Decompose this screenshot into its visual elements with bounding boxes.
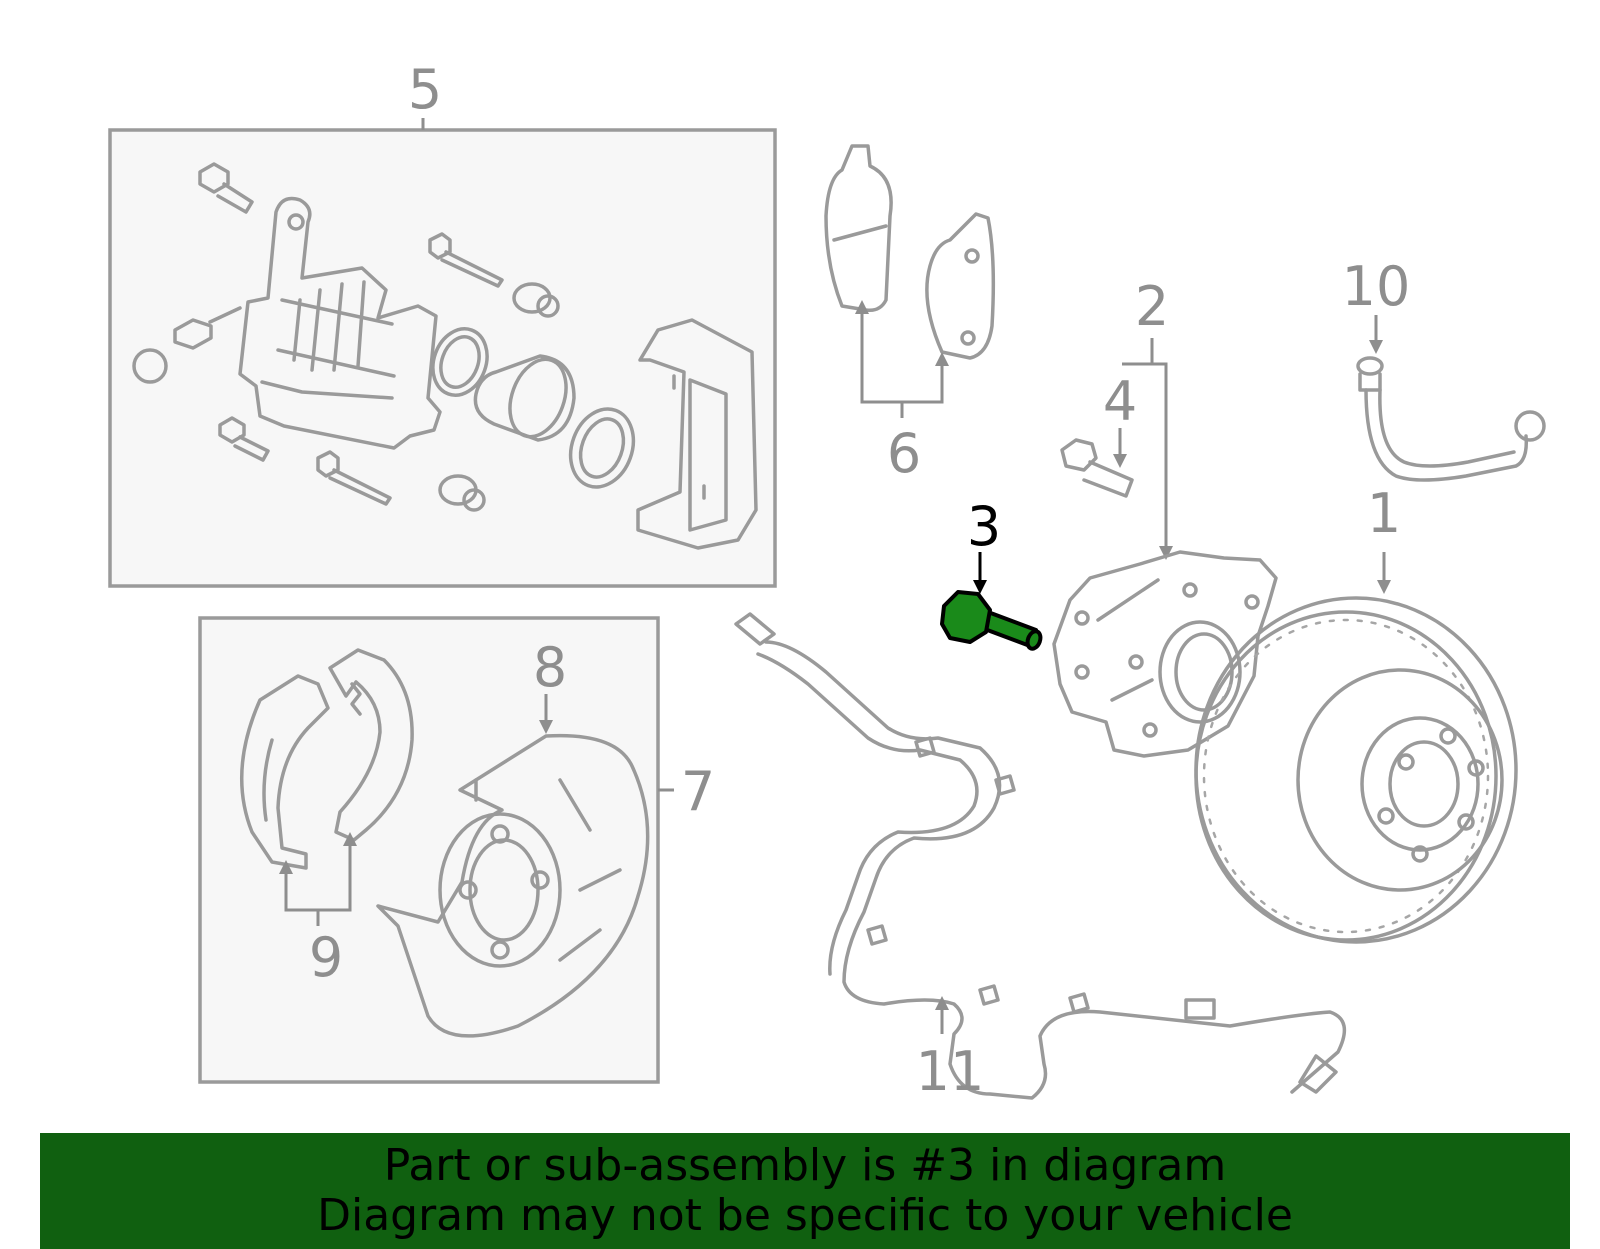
label-8[interactable]: 8 xyxy=(533,636,567,699)
label-10[interactable]: 10 xyxy=(1342,255,1411,318)
highlighted-bolt-3[interactable] xyxy=(940,590,1043,651)
banner-line-1: Part or sub-assembly is #3 in diagram xyxy=(383,1140,1227,1191)
label-4[interactable]: 4 xyxy=(1103,370,1137,433)
brake-shoes[interactable] xyxy=(239,648,414,870)
label-7[interactable]: 7 xyxy=(681,760,715,823)
label-11[interactable]: 11 xyxy=(916,1040,985,1103)
parts-diagram: 5 xyxy=(108,58,1546,1103)
hub-assembly[interactable] xyxy=(1052,550,1278,758)
parking-brake-kit-box xyxy=(198,616,660,1084)
banner-line-2: Diagram may not be specific to your vehi… xyxy=(317,1190,1293,1241)
brake-hose[interactable] xyxy=(1356,356,1546,482)
label-1[interactable]: 1 xyxy=(1367,482,1401,545)
dust-shield[interactable] xyxy=(376,733,650,1038)
hub-bolt[interactable] xyxy=(1060,438,1134,498)
abs-sensor[interactable] xyxy=(734,612,1347,1100)
label-2[interactable]: 2 xyxy=(1135,275,1169,338)
label-3[interactable]: 3 xyxy=(967,495,1001,558)
label-9[interactable]: 9 xyxy=(309,926,343,989)
label-6[interactable]: 6 xyxy=(887,422,921,485)
info-banner: Part or sub-assembly is #3 in diagram Di… xyxy=(40,1133,1570,1249)
label-5[interactable]: 5 xyxy=(408,58,442,121)
caliper-kit-parts[interactable] xyxy=(132,162,758,550)
brake-pads[interactable] xyxy=(824,144,996,360)
brake-rotor[interactable] xyxy=(1194,596,1518,944)
